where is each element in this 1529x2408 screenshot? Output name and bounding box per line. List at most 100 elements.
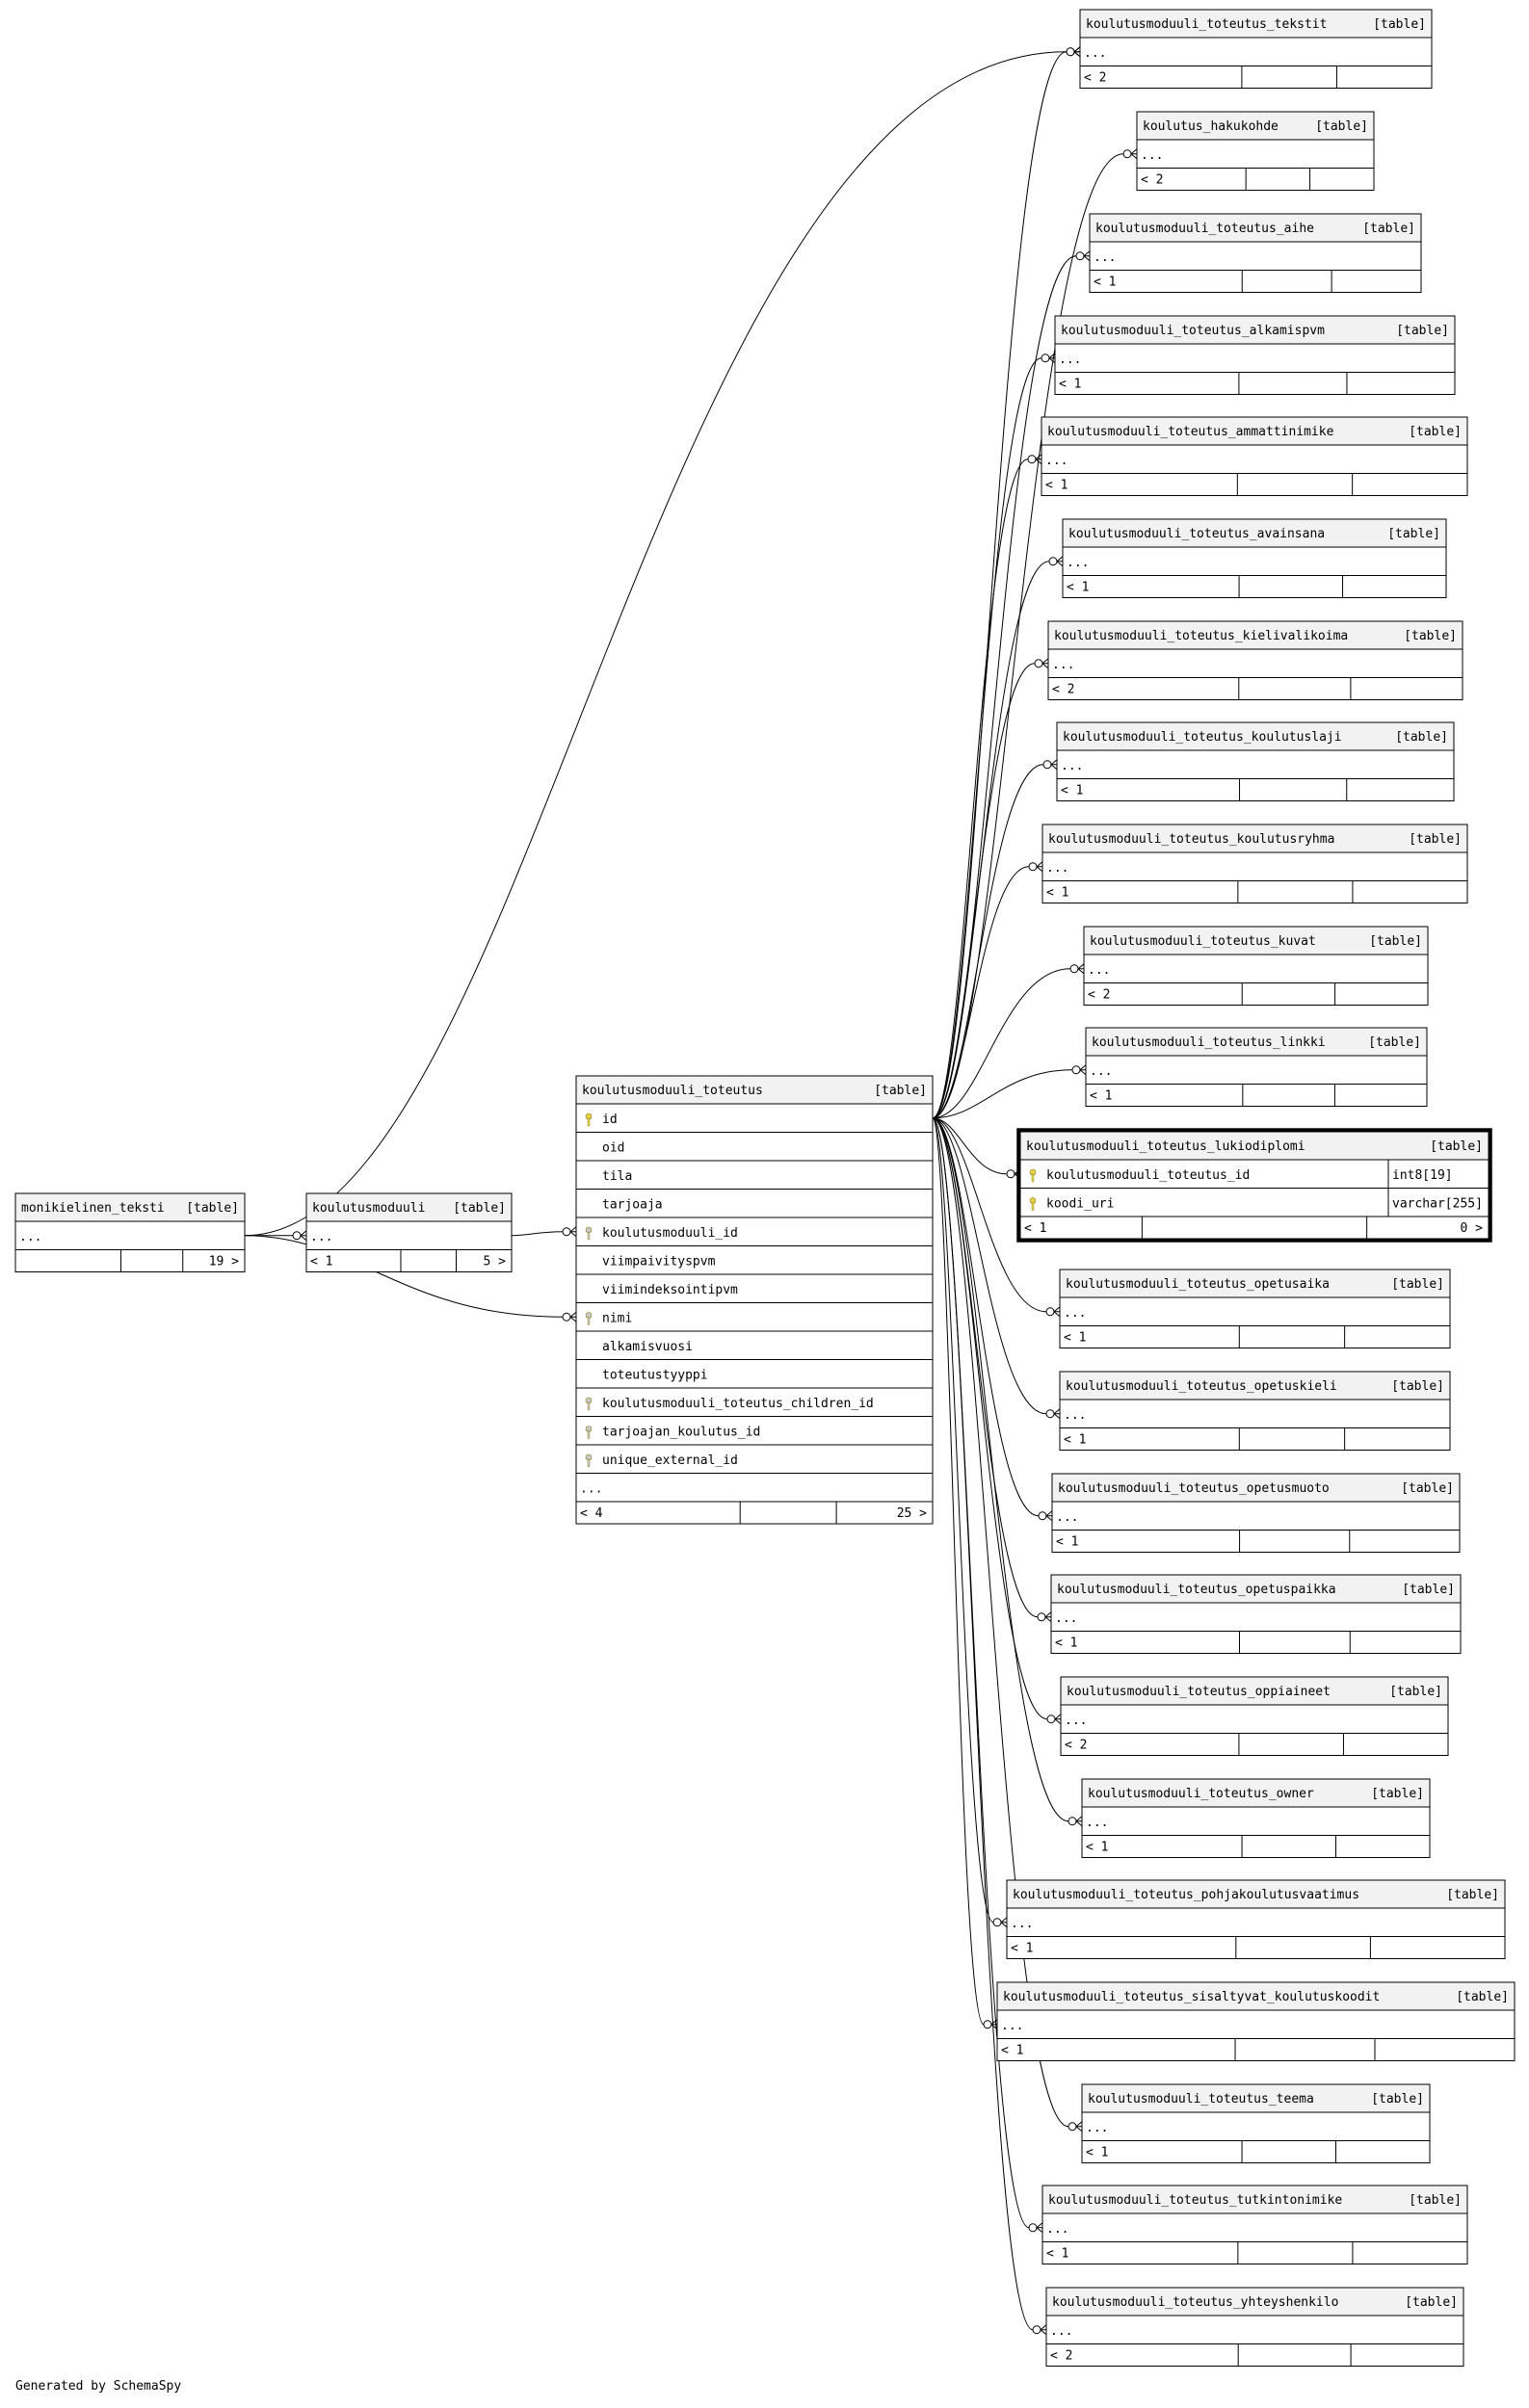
parents-count[interactable]: < 1 [1067, 581, 1089, 595]
parents-count[interactable]: < 1 [310, 1255, 332, 1269]
table-avainsana[interactable]: koulutusmoduuli_toteutus_avainsana[table… [1062, 518, 1447, 598]
table-owner[interactable]: koulutusmoduuli_toteutus_owner[table]...… [1081, 1778, 1431, 1858]
column-name: ... [1055, 1611, 1077, 1626]
column-name: ... [1050, 2324, 1072, 2339]
column-name: ... [1061, 759, 1083, 773]
table-hakukohde[interactable]: koulutus_hakukohde[table]...< 2 [1136, 111, 1375, 191]
parents-count[interactable]: < 1 [1090, 1089, 1112, 1104]
foreign-key-icon [585, 1226, 593, 1241]
column-name: ... [580, 1482, 602, 1497]
foreign-key-icon [585, 1312, 593, 1325]
relation-koulutusmoduuli_toteutus-yhteyshenkilo [932, 1117, 1047, 2336]
column-name: koulutusmoduuli_toteutus_id [1046, 1168, 1250, 1183]
table-ammattinimike[interactable]: koulutusmoduuli_toteutus_ammattinimike[t… [1041, 416, 1468, 496]
children-count[interactable]: 19 > [209, 1255, 239, 1269]
table-sisaltyvat[interactable]: koulutusmoduuli_toteutus_sisaltyvat_koul… [996, 1981, 1516, 2061]
table-kielivalikoima[interactable]: koulutusmoduuli_toteutus_kielivalikoima[… [1047, 620, 1463, 700]
column-name: ... [1011, 1917, 1033, 1931]
table-tekstit[interactable]: koulutusmoduuli_toteutus_tekstit[table].… [1079, 9, 1433, 89]
children-count[interactable]: 25 > [897, 1506, 927, 1521]
table-name: koulutusmoduuli_toteutus_opetusaika [1066, 1277, 1330, 1292]
table-tutkintonimike[interactable]: koulutusmoduuli_toteutus_tutkintonimike[… [1041, 2185, 1468, 2264]
children-count[interactable]: 5 > [484, 1255, 507, 1269]
parents-count[interactable]: < 2 [1084, 71, 1106, 86]
children-count[interactable]: 0 > [1461, 1221, 1484, 1236]
table-name: monikielinen_teksti [21, 1201, 165, 1216]
parents-count[interactable]: < 1 [1086, 1841, 1108, 1855]
parents-count[interactable]: < 1 [1056, 1535, 1078, 1550]
parents-count[interactable]: < 1 [1024, 1221, 1046, 1236]
table-type-tag: [table] [1404, 629, 1457, 643]
table-type-tag: [table] [1389, 1685, 1442, 1699]
table-monikielinen_teksti[interactable]: monikielinen_teksti[table]...19 > [14, 1192, 246, 1272]
column-name: ... [1059, 353, 1081, 367]
parents-count[interactable]: < 2 [1050, 2349, 1072, 2364]
table-alkamispvm[interactable]: koulutusmoduuli_toteutus_alkamispvm[tabl… [1054, 315, 1456, 395]
table-koulutusmoduuli_toteutus[interactable]: koulutusmoduuli_toteutus[table]idoidtila… [575, 1075, 934, 1525]
column-name: viimpaivityspvm [602, 1255, 716, 1269]
table-type-tag: [table] [1409, 425, 1462, 439]
table-teema[interactable]: koulutusmoduuli_toteutus_teema[table]...… [1081, 2083, 1431, 2163]
table-opetusmuoto[interactable]: koulutusmoduuli_toteutus_opetusmuoto [tab… [1051, 1473, 1461, 1553]
table-lukiodiplomi[interactable]: koulutusmoduuli_toteutus_lukiodiplomi[ta… [1016, 1128, 1492, 1243]
parents-count[interactable]: < 2 [1141, 173, 1163, 188]
relation-koulutusmoduuli_toteutus-opetusmuoto [932, 1117, 1053, 1522]
primary-key-icon [1029, 1168, 1037, 1183]
column-row [1060, 1704, 1449, 1734]
relation-koulutusmoduuli_toteutus-owner [932, 1117, 1083, 1827]
parents-count[interactable]: < 1 [1094, 275, 1116, 290]
table-yhteyshenkilo[interactable]: koulutusmoduuli_toteutus_yhteyshenkilo [t… [1045, 2287, 1464, 2367]
parents-count[interactable]: < 1 [1061, 784, 1083, 798]
table-kuvat[interactable]: koulutusmoduuli_toteutus_kuvat[table]...… [1083, 926, 1429, 1006]
table-type-tag: [table] [1405, 2295, 1458, 2310]
parents-count[interactable]: < 1 [1046, 886, 1068, 901]
table-aihe[interactable]: koulutusmoduuli_toteutus_aihe[table]...<… [1089, 213, 1422, 293]
table-linkki[interactable]: koulutusmoduuli_toteutus_linkki[table]..… [1085, 1027, 1428, 1107]
table-koulutusryhma[interactable]: koulutusmoduuli_toteutus_koulutusryhma[t… [1041, 824, 1468, 903]
relationship-edges [244, 46, 1138, 2336]
table-type-tag: [table] [874, 1084, 927, 1098]
foreign-key-icon [585, 1426, 593, 1439]
parents-count[interactable]: < 1 [1001, 2044, 1023, 2058]
column-row [1059, 1399, 1451, 1428]
parents-count[interactable]: < 1 [1064, 1331, 1086, 1346]
table-name: koulutusmoduuli_toteutus_opetusmuoto [1058, 1481, 1330, 1496]
table-oppiaineet[interactable]: koulutusmoduuli_toteutus_oppiaineet[tabl… [1060, 1676, 1449, 1756]
table-opetuspaikka[interactable]: koulutusmoduuli_toteutus_opetuspaikka[ta… [1050, 1574, 1462, 1654]
column-type: int8[19] [1392, 1168, 1453, 1183]
table-opetuskieli[interactable]: koulutusmoduuli_toteutus_opetuskieli[tab… [1059, 1371, 1451, 1451]
table-name: koulutusmoduuli_toteutus_lukiodiplomi [1026, 1139, 1305, 1154]
table-name: koulutusmoduuli_toteutus_yhteyshenkilo [1052, 2295, 1338, 2310]
table-name: koulutusmoduuli_toteutus_tutkintonimike [1048, 2193, 1342, 2208]
parents-count[interactable]: < 1 [1045, 479, 1068, 493]
parents-count[interactable]: < 1 [1046, 2247, 1068, 2262]
table-pohjakoulutusvaatimus[interactable]: koulutusmoduuli_toteutus_pohjakoulutusva… [1006, 1879, 1506, 1959]
column-name: id [602, 1112, 618, 1127]
column-name: tila [602, 1169, 632, 1184]
parents-count[interactable]: < 1 [1064, 1433, 1086, 1448]
table-opetusaika[interactable]: koulutusmoduuli_toteutus_opetusaika [tabl… [1059, 1269, 1451, 1348]
parents-count[interactable]: < 2 [1065, 1739, 1087, 1753]
parents-count[interactable]: < 4 [580, 1506, 603, 1521]
column-row [1019, 1188, 1489, 1217]
parents-count[interactable]: < 1 [1055, 1636, 1077, 1651]
parents-count[interactable]: < 1 [1011, 1942, 1033, 1956]
column-row [1081, 1806, 1431, 1836]
parents-count[interactable]: < 1 [1086, 2146, 1108, 2160]
parents-count[interactable]: < 1 [1059, 378, 1081, 392]
relation-koulutusmoduuli_toteutus-sisaltyvat [932, 1117, 998, 2030]
parents-count[interactable]: < 2 [1088, 988, 1110, 1003]
column-name: ... [1086, 1816, 1108, 1830]
table-name: koulutusmoduuli_toteutus_koulutusryhma [1048, 832, 1334, 847]
parents-count[interactable]: < 2 [1052, 683, 1074, 697]
column-row [1051, 1501, 1461, 1531]
table-type-tag: [table] [1401, 1481, 1454, 1496]
column-row [575, 1273, 934, 1303]
column-row [575, 1103, 934, 1133]
table-koulutuslaji[interactable]: koulutusmoduuli_toteutus_koulutuslaji[ta… [1056, 721, 1455, 801]
column-row [1045, 2315, 1464, 2344]
column-name: ... [19, 1230, 41, 1244]
relation-monikielinen_teksti-koulutusmoduuli [245, 1230, 307, 1242]
table-type-tag: [table] [1391, 1277, 1444, 1292]
